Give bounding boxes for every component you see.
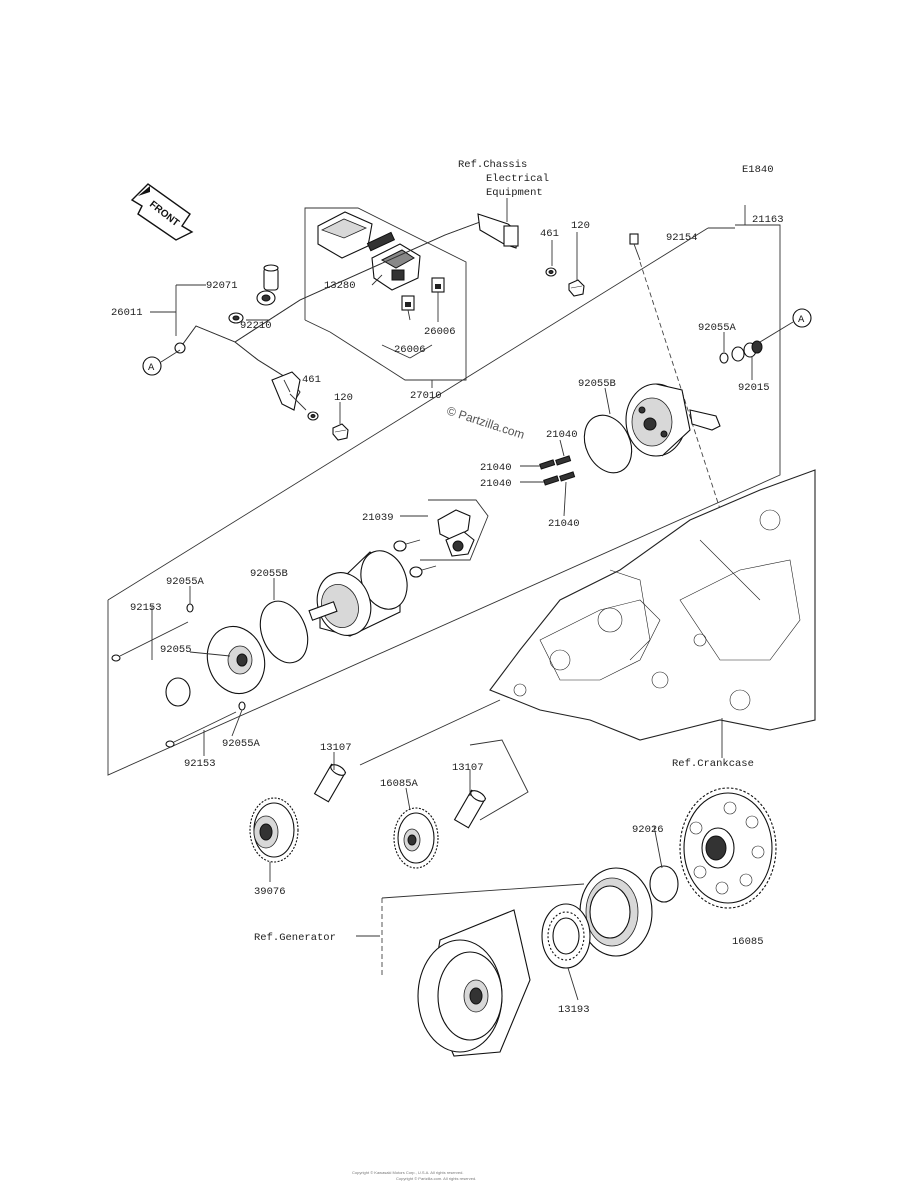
label-92071: 92071 [206, 280, 238, 292]
label-92055A-top: 92055A [698, 322, 737, 334]
cable-end-lower [271, 371, 301, 411]
label-26006-b: 26006 [394, 344, 426, 356]
label-461-lower: 461 [302, 374, 321, 386]
grommet [228, 312, 244, 324]
ref-mark-a-right-text: A [798, 314, 805, 326]
oring-92055A-low [238, 701, 246, 711]
starter-motor-body [308, 550, 408, 637]
label-26011: 26011 [111, 307, 143, 319]
oring-92055A-top [719, 352, 729, 364]
ref-generator: Ref.Generator [254, 932, 336, 944]
diagram-code: E1840 [742, 164, 774, 176]
label-461-upper: 461 [540, 228, 559, 240]
crankcase [489, 469, 816, 741]
ref-chassis-line2: Electrical [486, 173, 549, 185]
label-92026: 92026 [632, 824, 664, 836]
label-13107-b: 13107 [452, 762, 484, 774]
label-21039: 21039 [362, 512, 394, 524]
label-13193: 13193 [558, 1004, 590, 1016]
label-92055: 92055 [160, 644, 192, 656]
nut-120-lower [332, 423, 349, 441]
fuse-26006-b [431, 277, 445, 293]
label-92055B-mid: 92055B [250, 568, 288, 580]
oring-92055A-mid [186, 603, 194, 613]
label-21040-d: 21040 [548, 518, 580, 530]
generator-rotor [417, 909, 531, 1057]
gear-16085A [393, 807, 439, 869]
oring-92055B-top [583, 414, 633, 474]
shaft-13107-b [453, 789, 487, 829]
label-92055A-low: 92055A [222, 738, 261, 750]
one-way-clutch [541, 903, 591, 969]
fuse-26006-a [401, 295, 415, 311]
starter-relay [371, 243, 421, 291]
label-21040-b: 21040 [480, 462, 512, 474]
front-arrow-icon: FRONT [130, 183, 194, 241]
ref-mark-a-left-text: A [148, 362, 155, 374]
oring-92055 [165, 677, 191, 707]
label-92210: 92210 [240, 320, 272, 332]
label-16085A: 16085A [380, 778, 419, 790]
long-bolt-lower [165, 711, 237, 748]
label-27010: 27010 [410, 390, 442, 402]
ref-chassis-line3: Equipment [486, 187, 543, 199]
starter-front-cover [206, 625, 266, 695]
label-13280: 13280 [324, 280, 356, 292]
gear-16085 [679, 787, 777, 909]
washer-461-upper [545, 267, 557, 277]
bolt-92154 [629, 233, 731, 541]
starter-end-cover [625, 383, 721, 457]
watermark: © Partzilla.com [445, 404, 526, 442]
copyright-line-1: Copyright © Kawasaki Motors Corp., U.S.A… [352, 1170, 463, 1175]
relay-strip [366, 231, 396, 252]
ref-chassis-line1: Ref.Chassis [458, 159, 527, 171]
cable-cap [256, 264, 279, 306]
label-92015: 92015 [738, 382, 770, 394]
label-120-lower: 120 [334, 392, 353, 404]
label-92055A-mid: 92055A [166, 576, 205, 588]
label-92154: 92154 [666, 232, 698, 244]
ref-crankcase: Ref.Crankcase [672, 758, 754, 770]
starter-relay-cover [317, 211, 373, 259]
label-13107-a: 13107 [320, 742, 352, 754]
label-26006-a: 26006 [424, 326, 456, 338]
screw-upper [393, 539, 421, 552]
copyright-line-2: Copyright © Partzilla.com. All rights re… [396, 1176, 476, 1181]
label-16085: 16085 [732, 936, 764, 948]
ref-mark-a-left: A [142, 356, 162, 376]
nut-120-upper [568, 279, 585, 297]
washer-461-lower [307, 411, 319, 421]
washer-92015 [731, 340, 763, 362]
label-21040-c: 21040 [480, 478, 512, 490]
label-120-upper: 120 [571, 220, 590, 232]
oring-92055B-mid [259, 600, 309, 664]
shaft-13107-a [313, 763, 347, 803]
label-21163: 21163 [752, 214, 784, 226]
label-21040-a: 21040 [546, 429, 578, 441]
screw-lower [409, 565, 437, 578]
gear-39076 [249, 797, 299, 863]
label-92153-b: 92153 [184, 758, 216, 770]
label-92153-a: 92153 [130, 602, 162, 614]
washer-92026 [649, 865, 679, 903]
label-92055B-top: 92055B [578, 378, 616, 390]
brush-springs [539, 455, 576, 486]
brush-holder [437, 509, 475, 557]
ref-mark-a-right: A [792, 308, 812, 328]
label-39076: 39076 [254, 886, 286, 898]
starter-clutch-housing [579, 867, 653, 957]
cable-end-upper [477, 213, 519, 249]
starter-cable [174, 221, 481, 406]
long-bolt-upper [111, 621, 189, 662]
